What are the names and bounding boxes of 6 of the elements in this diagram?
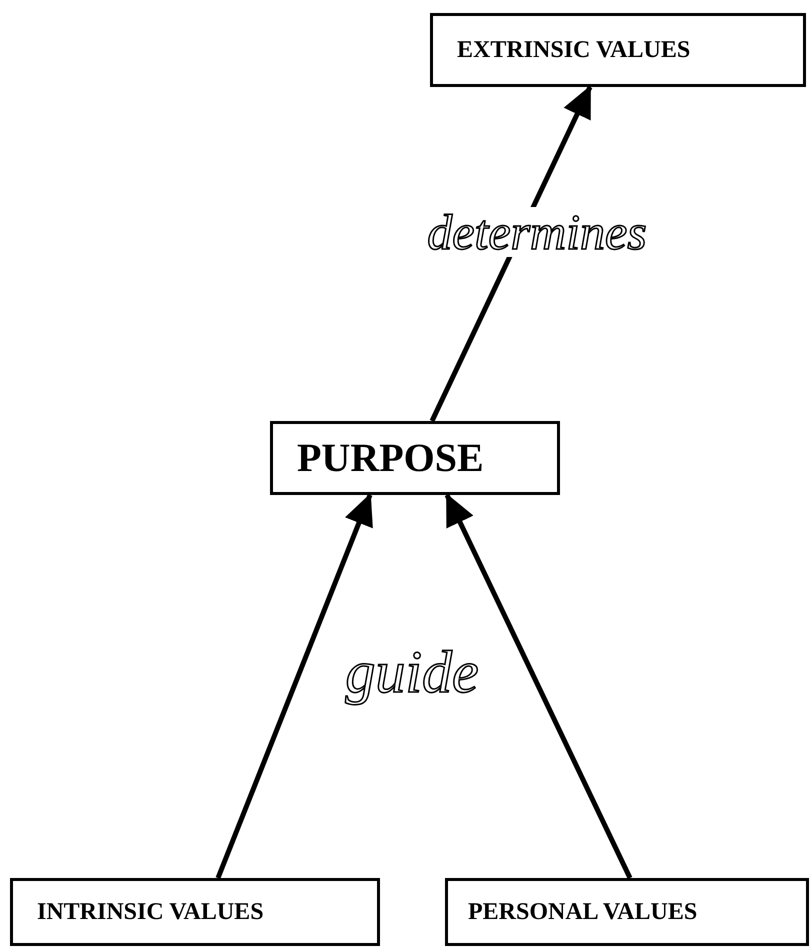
arrow bbox=[216, 493, 373, 879]
text-box: PURPOSE bbox=[270, 421, 560, 495]
text-box: INTRINSIC VALUES bbox=[10, 878, 380, 946]
arrow bbox=[444, 493, 632, 880]
text-box: EXTRINSIC VALUES bbox=[430, 13, 806, 87]
text-box: PERSONAL VALUES bbox=[445, 878, 809, 946]
